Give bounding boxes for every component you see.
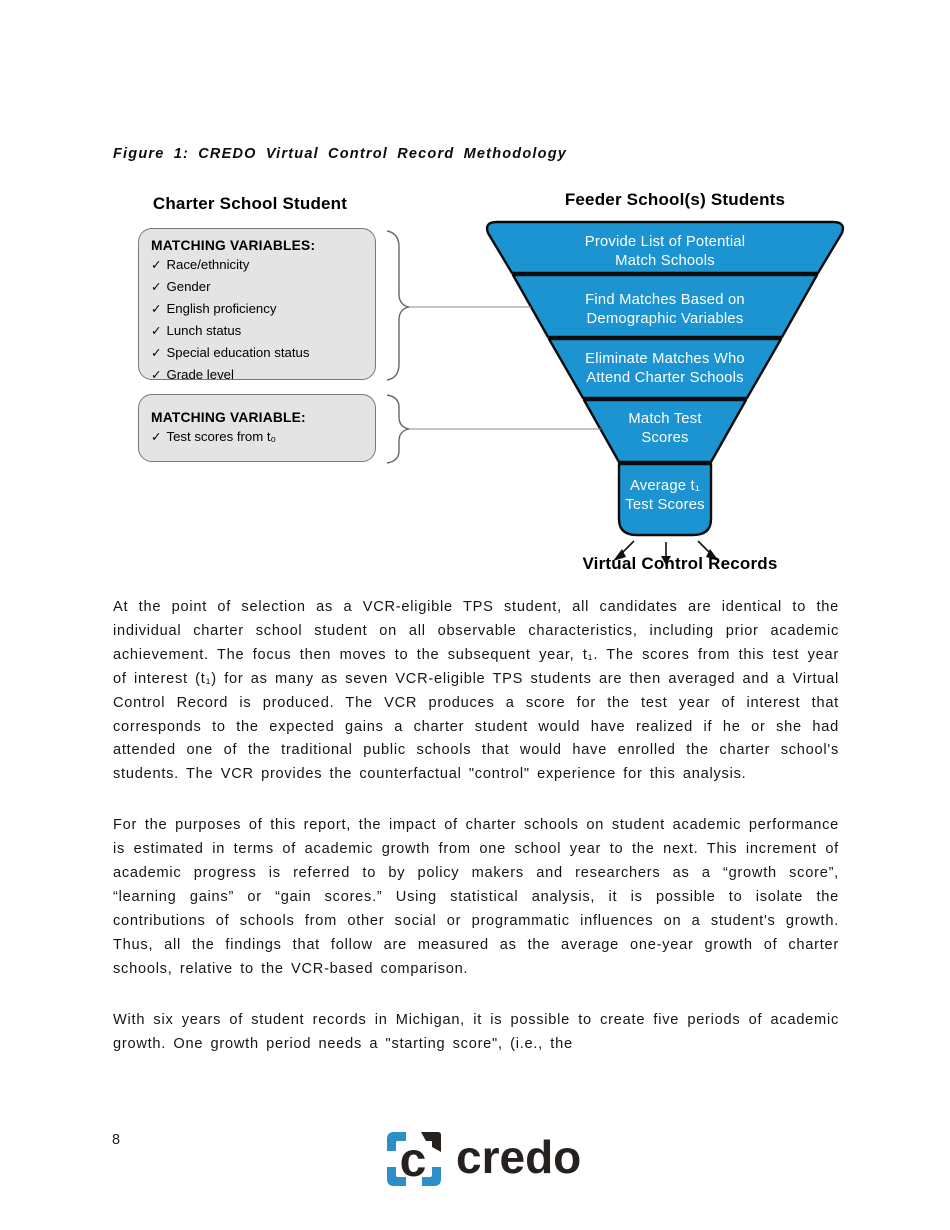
funnel-segment-4 [582, 398, 748, 464]
list-item: ✓ Test scores from t₀ [151, 426, 365, 448]
brace-icon [386, 230, 410, 381]
paragraph: At the point of selection as a VCR-eligi… [113, 599, 839, 783]
check-icon: ✓ [151, 258, 162, 272]
funnel-segment-3 [547, 337, 783, 400]
page-number: 8 [112, 1132, 121, 1148]
funnel-segment-1 [485, 220, 845, 275]
charter-column-heading: Charter School Student [152, 194, 348, 213]
check-icon: ✓ [151, 324, 162, 338]
matching-variables-box: MATCHING VARIABLES: ✓ Race/ethnicity ✓ Gen… [138, 228, 376, 382]
logo-letter: c [400, 1134, 427, 1187]
arrow-down-right-icon [697, 540, 719, 561]
list-item: ✓ Lunch status [151, 320, 365, 342]
credo-logo: c credo [385, 1130, 581, 1188]
vcr-methodology-diagram: Charter School Student Feeder School(s) … [0, 0, 950, 610]
matching-variable-label: Test scores from t₀ [166, 429, 277, 444]
logo-bracket-top-left [387, 1132, 406, 1151]
paragraph: With six years of student records in Mic… [113, 1011, 839, 1052]
brace-icon [386, 394, 410, 464]
credo-logo-icon: c [387, 1132, 441, 1187]
matching-variable-label: Gender [166, 279, 211, 294]
list-item: ✓ Grade level [151, 364, 365, 386]
funnel-step-label: Find Matches Based on Demographic Variab… [585, 292, 745, 327]
paragraph: For the purposes of this report, the imp… [113, 817, 839, 977]
matching-variable-label: English proficiency [166, 301, 277, 316]
check-icon: ✓ [151, 280, 162, 294]
check-icon: ✓ [151, 302, 162, 316]
matching-variable-label: Race/ethnicity [166, 257, 250, 272]
funnel-step-label: Average t₁ Test Scores [625, 478, 705, 513]
matching-variable-label: Special education status [166, 345, 310, 360]
check-icon: ✓ [151, 368, 162, 382]
matching-variable-box: MATCHING VARIABLE: ✓ Test scores from t₀ [138, 394, 376, 462]
list-item: ✓ Special education status [151, 342, 365, 364]
matching-variables-title: MATCHING VARIABLES: [151, 238, 316, 253]
logo-arrow-top-right [421, 1132, 441, 1152]
list-item: ✓ Gender [151, 276, 365, 298]
funnel-step-label: Eliminate Matches Who Attend Charter Sch… [585, 351, 745, 386]
funnel-segment-2 [511, 273, 819, 339]
credo-wordmark: credo [456, 1131, 582, 1183]
diagram-vector-layer [386, 220, 845, 565]
matching-variable-label: Grade level [166, 367, 234, 382]
funnel-step-label: Provide List of Potential Match Schools [584, 234, 746, 269]
list-item: ✓ English proficiency [151, 298, 365, 320]
list-item: ✓ Race/ethnicity [151, 254, 365, 276]
funnel-output-label: Virtual Control Records [582, 554, 778, 573]
body-text: At the point of selection as a VCR-eligi… [113, 596, 839, 1083]
funnel-stem [617, 462, 713, 537]
funnel-step-label: Match Test Scores [628, 411, 702, 446]
check-icon: ✓ [151, 430, 162, 444]
arrow-down-icon [661, 542, 671, 565]
matching-variable-title: MATCHING VARIABLE: [151, 410, 306, 425]
check-icon: ✓ [151, 346, 162, 360]
matching-variable-label: Lunch status [166, 323, 242, 338]
feeder-column-heading: Feeder School(s) Students [564, 190, 786, 209]
figure-caption: Figure 1: CREDO Virtual Control Record M… [113, 146, 568, 162]
arrow-down-left-icon [613, 540, 635, 561]
logo-bracket-bottom-right [422, 1167, 441, 1186]
logo-bracket-bottom-left [387, 1167, 406, 1186]
